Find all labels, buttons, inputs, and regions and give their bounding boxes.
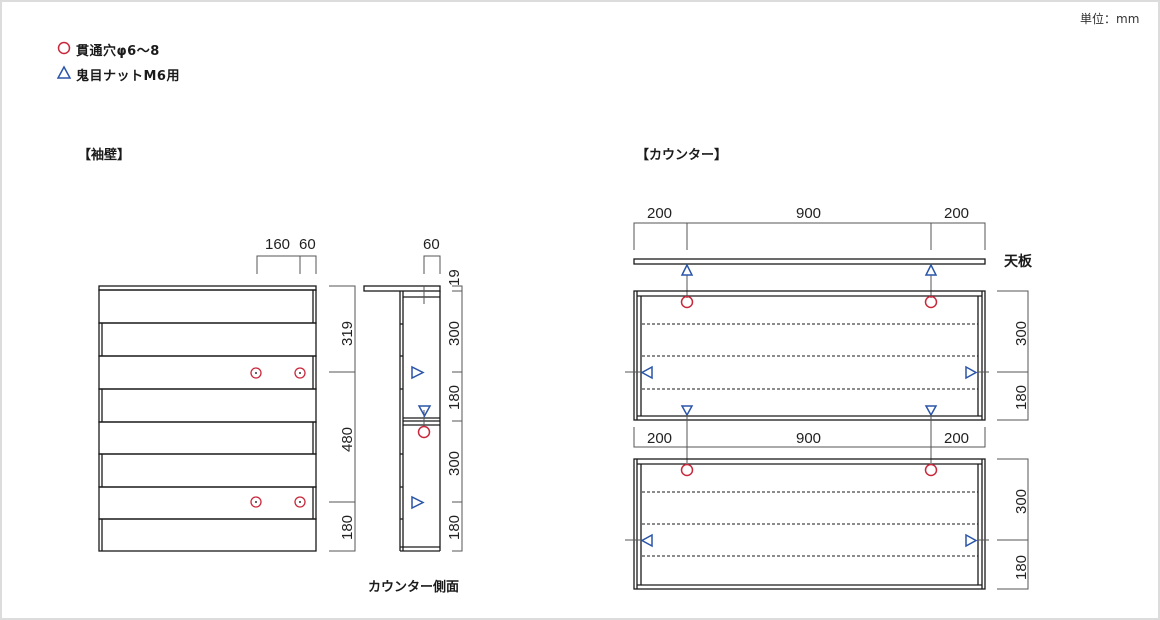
counter-lower-dim-lines: [625, 458, 1029, 590]
tenban-board: [633, 258, 986, 265]
counter-mid-dim-200a: 200: [647, 430, 673, 447]
counter-top-dim-900: 900: [796, 205, 822, 222]
dim-160: 160: [265, 236, 291, 253]
sode-kabe-title: 【袖壁】: [78, 148, 131, 163]
counter-mid-dim-900: 900: [796, 430, 822, 447]
counter-upper-holes: [680, 295, 938, 309]
dim-60: 60: [299, 236, 316, 253]
legend-circle-icon: [57, 41, 71, 55]
side-dim-60: 60: [423, 236, 440, 253]
counter-side-drawing: [363, 285, 441, 552]
counter-title: 【カウンター】: [636, 148, 728, 163]
counter-upper-nuts: [640, 263, 978, 417]
counter-side-dim-lines: [423, 255, 463, 552]
legend-hole-label: 貫通穴φ6～8: [76, 44, 160, 59]
sode-kabe-dim-lines: [256, 255, 356, 552]
sode-kabe-drawing: [98, 285, 317, 552]
tenban-label: 天板: [1004, 254, 1032, 270]
counter-top-dim-200b: 200: [944, 205, 970, 222]
unit-label: 単位：mm: [1080, 12, 1140, 26]
counter-top-dim-lines: [633, 222, 986, 298]
counter-side-nuts: [411, 365, 432, 510]
counter-middle-dim-lines: [633, 415, 986, 463]
counter-lower-nuts: [640, 533, 978, 548]
legend-nut-label: 鬼目ナットM6用: [76, 69, 180, 84]
counter-upper-dim-lines: [625, 290, 1029, 421]
counter-side-hole: [417, 425, 431, 439]
sode-kabe-holes: [250, 367, 306, 508]
legend-triangle-icon: [56, 65, 72, 79]
counter-top-dim-200a: 200: [647, 205, 673, 222]
counter-lower-box: [633, 458, 986, 590]
counter-side-title: カウンター側面: [368, 580, 460, 595]
counter-lower-holes: [680, 463, 938, 477]
counter-upper-box: [633, 290, 986, 421]
counter-mid-dim-200b: 200: [944, 430, 970, 447]
